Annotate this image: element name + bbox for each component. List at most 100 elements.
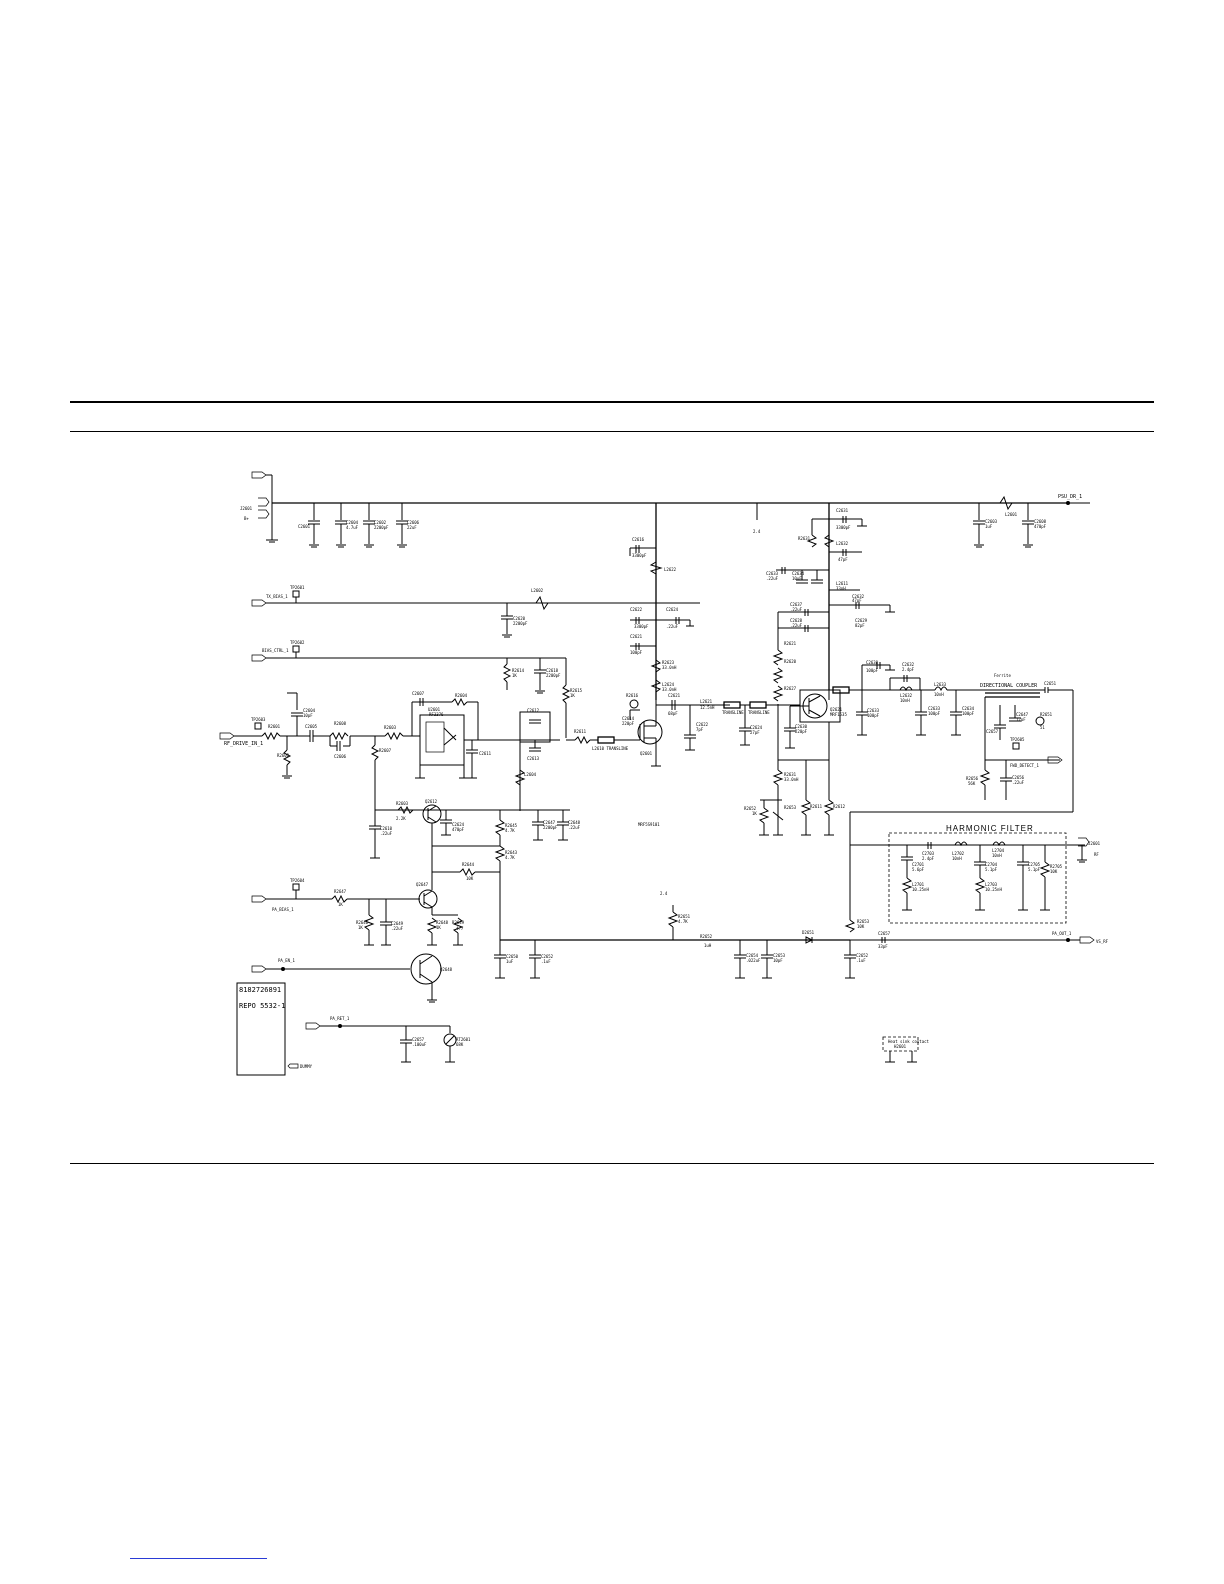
svg-text:51: 51 [1040, 725, 1045, 730]
tx-part-label: MRF1535 [830, 712, 847, 717]
svg-text:C2654: C2654 [746, 953, 759, 958]
svg-text:C2647: C2647 [543, 820, 556, 825]
svg-text:100pF: 100pF [867, 713, 880, 718]
svg-text:10K: 10K [857, 924, 865, 929]
svg-text:R2651: R2651 [1040, 712, 1053, 717]
svg-text:2200pF: 2200pF [546, 673, 561, 678]
svg-text:R2627: R2627 [784, 686, 797, 691]
svg-text:Q2621: Q2621 [830, 707, 843, 712]
svg-text:C2652: C2652 [541, 954, 554, 959]
svg-text:220pF: 220pF [622, 721, 635, 726]
svg-text:C2611: C2611 [479, 751, 492, 756]
svg-text:L2610 TRANSLINE: L2610 TRANSLINE [592, 746, 629, 751]
svg-text:47pF: 47pF [852, 598, 862, 603]
svg-text:L2704: L2704 [992, 848, 1005, 853]
header-rule-thin [70, 431, 1154, 432]
svg-text:33.0nH: 33.0nH [662, 665, 677, 670]
svg-text:.22uF: .22uF [790, 607, 803, 612]
svg-text:R2611: R2611 [810, 804, 823, 809]
svg-text:R2644: R2644 [462, 862, 475, 867]
net-label-vctl-1: TX_BIAS_1 [266, 594, 288, 599]
svg-text:C2606: C2606 [407, 520, 420, 525]
svg-text:100pF: 100pF [866, 668, 879, 673]
svg-text:R2631: R2631 [784, 772, 797, 777]
coupler-note: Ferrite [994, 673, 1011, 678]
svg-text:10K: 10K [466, 876, 474, 881]
svg-text:C2613: C2613 [527, 756, 540, 761]
net-label-top-rail: PSU_DR_1 [1058, 494, 1082, 500]
svg-text:R2623: R2623 [662, 660, 675, 665]
svg-text:2.4: 2.4 [753, 529, 761, 534]
footer-link-underline[interactable] [130, 1558, 267, 1559]
part-number-box: 8182726891 REPO 5532-1 DUMMY [236, 982, 313, 1076]
heatsink-label: Heat sink contact [888, 1039, 930, 1044]
svg-text:C2632: C2632 [902, 662, 915, 667]
svg-text:C2616: C2616 [632, 537, 645, 542]
svg-text:.1uF: .1uF [541, 959, 551, 964]
svg-text:TP2601: TP2601 [290, 585, 305, 590]
svg-text:C2632: C2632 [852, 594, 865, 599]
svg-text:C2610: C2610 [380, 826, 393, 831]
svg-text:R2602: R2602 [277, 753, 290, 758]
svg-text:R2643: R2643 [505, 850, 518, 855]
svg-text:7pF: 7pF [696, 727, 704, 732]
svg-text:4.7uF: 4.7uF [346, 525, 359, 530]
svg-text:1uF: 1uF [506, 959, 514, 964]
svg-text:L2703: L2703 [985, 882, 998, 887]
svg-text:L2621: L2621 [700, 699, 713, 704]
svg-text:C2628: C2628 [790, 618, 803, 623]
svg-text:C2648: C2648 [568, 820, 581, 825]
svg-text:4.7K: 4.7K [505, 828, 515, 833]
svg-text:L2632: L2632 [900, 693, 913, 698]
svg-text:.022uF: .022uF [746, 958, 761, 963]
svg-text:33.0nH: 33.0nH [784, 777, 799, 782]
svg-text:5.6pF: 5.6pF [912, 867, 925, 872]
svg-text:C2652: C2652 [856, 953, 869, 958]
svg-text:1uF: 1uF [985, 524, 993, 529]
svg-text:C2624: C2624 [452, 822, 465, 827]
svg-text:TP2605: TP2605 [1010, 737, 1025, 742]
svg-text:.1uF: .1uF [856, 958, 866, 963]
svg-text:.100uF: .100uF [412, 1042, 427, 1047]
svg-text:J2601: J2601 [1088, 841, 1101, 846]
svg-text:C2622: C2622 [630, 607, 643, 612]
svg-text:C2633: C2633 [766, 571, 779, 576]
harmonic-filter-label: HARMONIC FILTER [946, 824, 1034, 833]
svg-text:5.1pF: 5.1pF [1028, 867, 1041, 872]
svg-text:10nH: 10nH [952, 856, 962, 861]
svg-text:C2604: C2604 [346, 520, 359, 525]
svg-text:C2634: C2634 [962, 706, 975, 711]
svg-text:1K: 1K [512, 673, 517, 678]
svg-text:R2614: R2614 [512, 668, 525, 673]
svg-text:C2603: C2603 [985, 519, 998, 524]
svg-text:R2648: R2648 [436, 920, 449, 925]
driver-ic: RF3376 U2601 C2607 R2604 C2611 [411, 691, 560, 779]
svg-text:L2624: L2624 [662, 682, 675, 687]
svg-text:68K: 68K [456, 1042, 464, 1047]
svg-text:.22uF: .22uF [391, 926, 404, 931]
svg-text:TP2603: TP2603 [251, 717, 266, 722]
svg-text:10.25nH: 10.25nH [912, 887, 929, 892]
svg-text:2200pF: 2200pF [374, 525, 389, 530]
svg-text:C2634: C2634 [792, 571, 805, 576]
svg-text:R2601: R2601 [268, 724, 281, 729]
svg-text:33.0nH: 33.0nH [662, 687, 677, 692]
svg-text:4.7: 4.7 [456, 926, 464, 931]
svg-text:L2604: L2604 [524, 772, 537, 777]
svg-text:U2601: U2601 [428, 707, 441, 712]
svg-text:33nH: 33nH [836, 586, 846, 591]
svg-text:C2605: C2605 [305, 724, 318, 729]
svg-text:C2621: C2621 [668, 693, 681, 698]
svg-text:C2637: C2637 [790, 602, 803, 607]
svg-text:68pF: 68pF [668, 711, 678, 716]
svg-text:TP2604: TP2604 [290, 878, 305, 883]
svg-text:C2624: C2624 [750, 725, 763, 730]
svg-text:C2612: C2612 [527, 708, 540, 713]
svg-text:R2653: R2653 [857, 919, 870, 924]
svg-text:2200pF: 2200pF [543, 825, 558, 830]
